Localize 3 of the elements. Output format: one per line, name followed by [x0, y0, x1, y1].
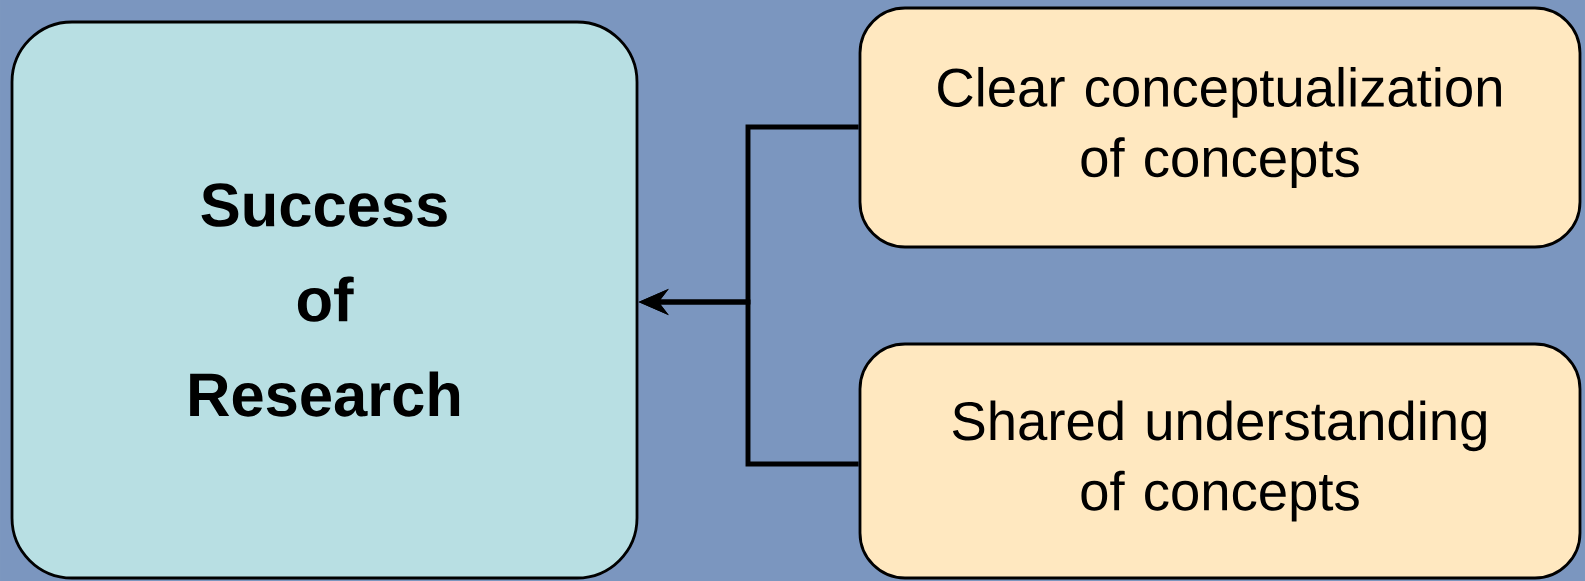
process-box: Clear conceptualization of concepts [858, 6, 1582, 249]
process-box: Success of Research [10, 20, 639, 580]
process-box: Shared understanding of concepts [858, 342, 1582, 580]
